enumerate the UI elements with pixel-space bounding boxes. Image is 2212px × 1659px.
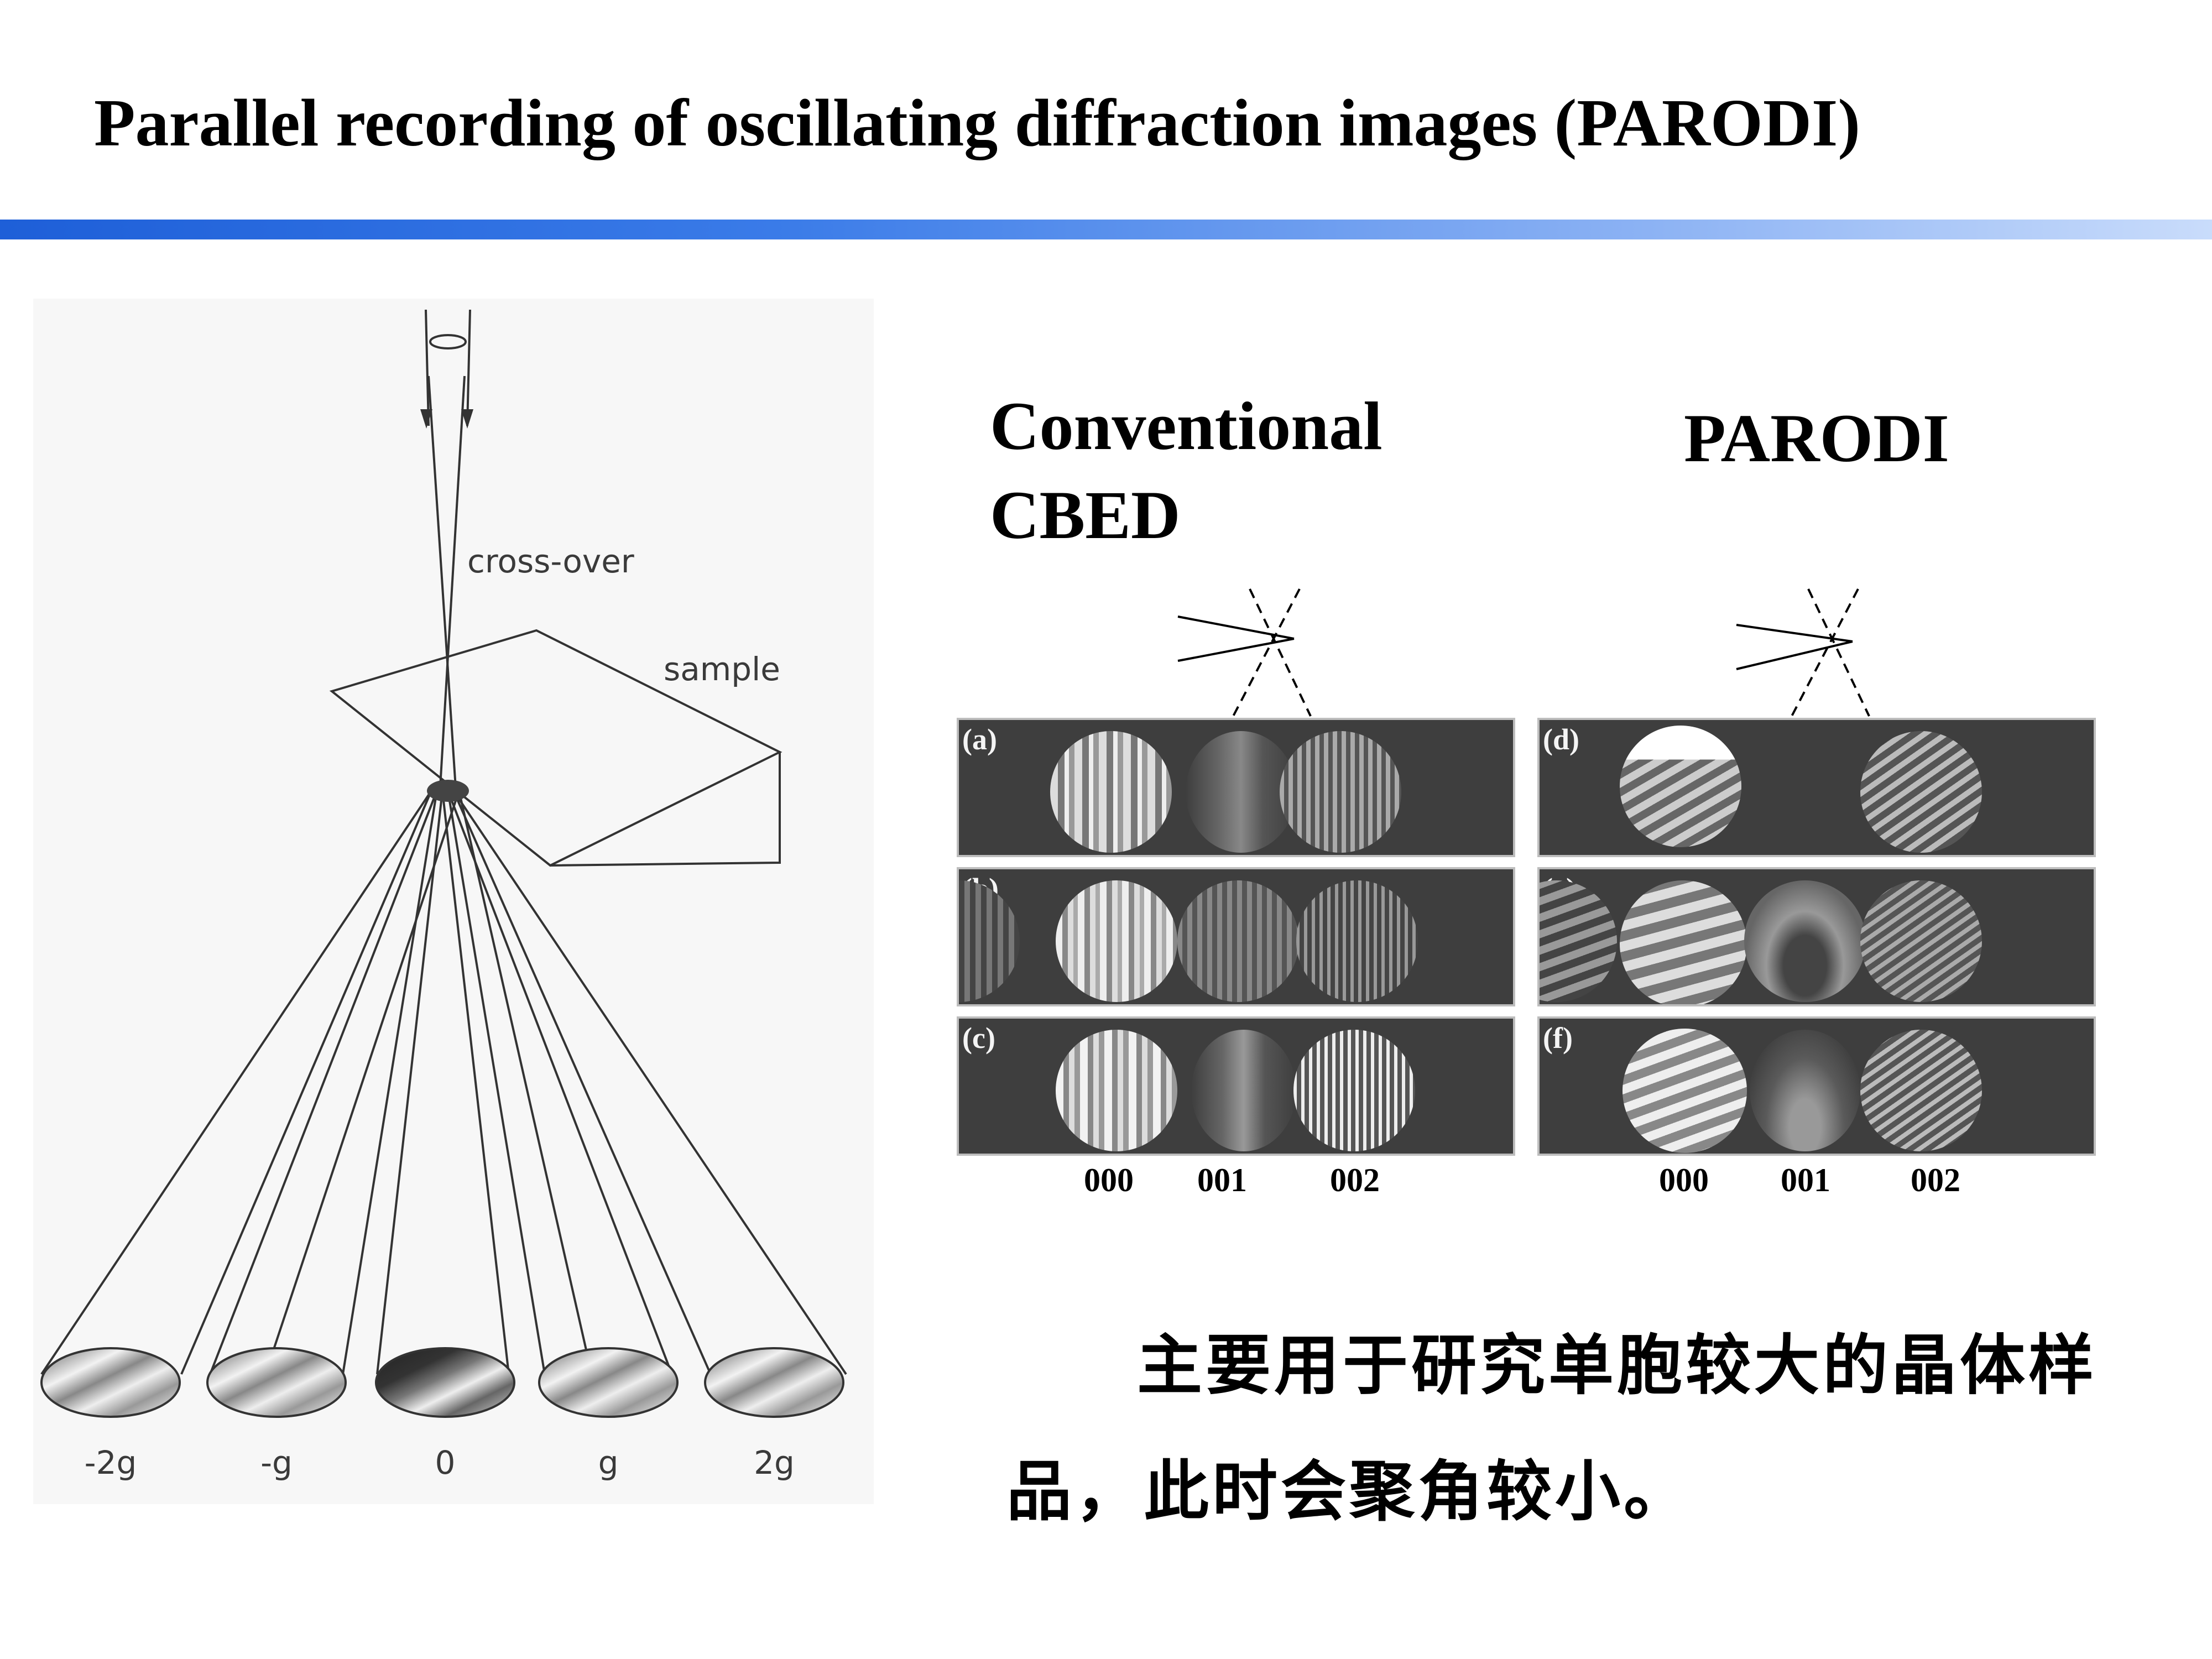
diffraction-disk bbox=[1056, 1030, 1177, 1151]
panel-label: (d) bbox=[1543, 722, 1579, 757]
beam-disk-0 bbox=[376, 1348, 514, 1417]
beam-disk-2g bbox=[705, 1348, 843, 1417]
beam-label-0: 0 bbox=[435, 1444, 456, 1481]
title-underline-bar bbox=[0, 220, 2212, 239]
parodi-index-labels: 000 001 002 bbox=[1537, 1161, 2096, 1206]
panel-e: (e) bbox=[1537, 867, 2096, 1006]
index-label: 001 bbox=[1781, 1161, 1830, 1199]
parodi-heading: PARODI bbox=[1684, 394, 2071, 483]
beam-label-g: g bbox=[598, 1444, 619, 1481]
index-label: 000 bbox=[1659, 1161, 1709, 1199]
conventional-ray-icon bbox=[1167, 583, 1333, 722]
panel-label: (c) bbox=[962, 1021, 995, 1055]
panel-label: (a) bbox=[962, 722, 997, 757]
diffraction-disk bbox=[1744, 880, 1866, 1002]
diffraction-disk bbox=[1860, 1030, 1982, 1151]
slide-title: Parallel recording of oscillating diffra… bbox=[94, 83, 2140, 164]
panel-c: (c) bbox=[957, 1016, 1515, 1156]
index-label: 001 bbox=[1197, 1161, 1247, 1199]
conventional-panels: (a) (b) (c) bbox=[957, 718, 1515, 1166]
sample-label: sample bbox=[664, 650, 780, 688]
diffraction-disk bbox=[1177, 880, 1299, 1002]
diffraction-disk bbox=[1860, 880, 1982, 1002]
diffraction-disk bbox=[1750, 1030, 1860, 1151]
beam-label--g: -g bbox=[260, 1444, 293, 1481]
diffraction-disk bbox=[1293, 1030, 1415, 1151]
diffraction-disk bbox=[957, 880, 1020, 1002]
parodi-panels: (d) (e) (f) bbox=[1537, 718, 2096, 1166]
parodi-ray-icon bbox=[1725, 583, 1891, 722]
beam-label--2g: -2g bbox=[85, 1444, 137, 1481]
panel-label: (f) bbox=[1543, 1021, 1573, 1055]
diffraction-disk bbox=[1860, 731, 1982, 853]
index-label: 002 bbox=[1330, 1161, 1380, 1199]
usage-note: 主要用于研究单胞较大的晶体样品，此时会聚角较小。 bbox=[1006, 1302, 2112, 1554]
diffraction-disk bbox=[1620, 880, 1747, 1006]
diffraction-disk bbox=[1620, 726, 1741, 847]
diffraction-disk bbox=[1280, 731, 1401, 853]
crossover-label: cross-over bbox=[467, 542, 634, 580]
diffraction-disk bbox=[1623, 1029, 1747, 1153]
beam-disk--2g bbox=[41, 1348, 180, 1417]
conventional-index-labels: 000 001 002 bbox=[957, 1161, 1515, 1206]
conventional-cbed-heading: Conventional CBED bbox=[990, 382, 1488, 560]
panel-f: (f) bbox=[1537, 1016, 2096, 1156]
index-label: 002 bbox=[1911, 1161, 1960, 1199]
beam-path-diagram: cross-over sample -2g -g 0 g 2g bbox=[33, 299, 874, 1504]
diffraction-disk bbox=[1050, 731, 1172, 853]
beam-disk-g bbox=[539, 1348, 677, 1417]
diffraction-disk bbox=[1537, 880, 1617, 1002]
panel-d: (d) bbox=[1537, 718, 2096, 857]
diffraction-disk bbox=[1296, 880, 1418, 1002]
panel-b: (b) bbox=[957, 867, 1515, 1006]
panel-a: (a) bbox=[957, 718, 1515, 857]
diffraction-disk bbox=[1056, 880, 1177, 1002]
beam-label-2g: 2g bbox=[754, 1444, 795, 1481]
diffraction-disk bbox=[1191, 1030, 1296, 1151]
index-label: 000 bbox=[1084, 1161, 1134, 1199]
beam-disk--g bbox=[207, 1348, 346, 1417]
